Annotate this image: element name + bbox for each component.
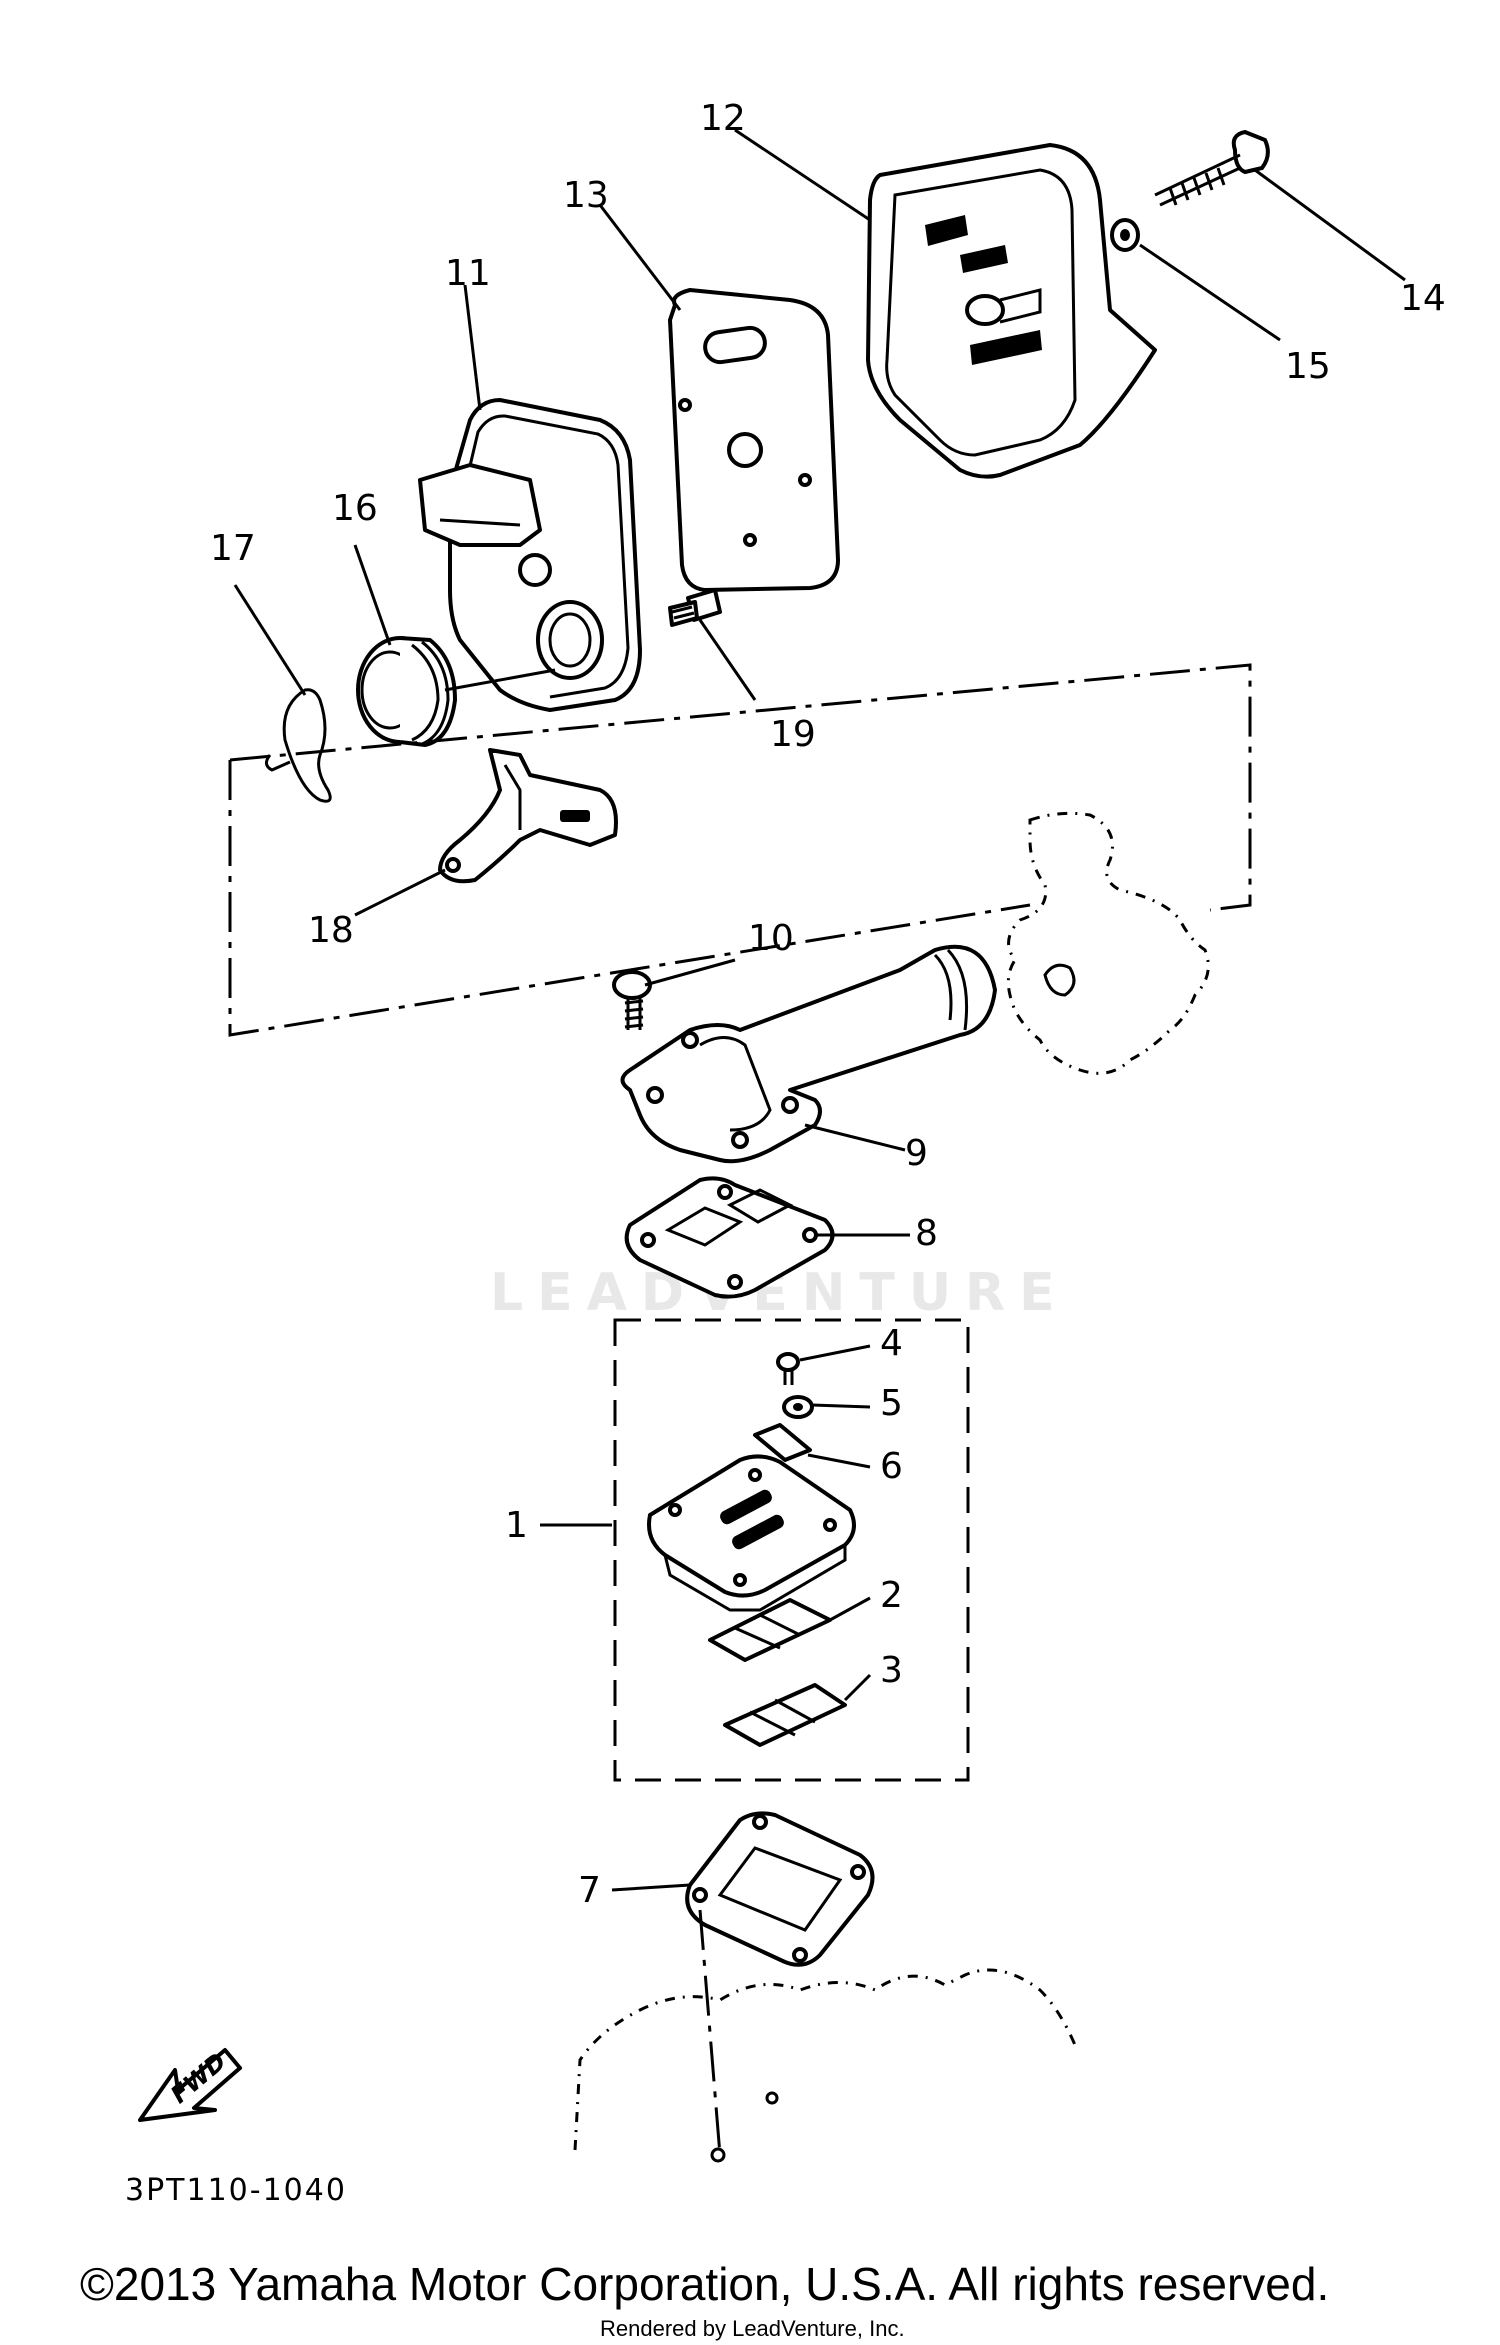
callout-18: 18	[308, 910, 354, 951]
callout-9: 9	[905, 1133, 928, 1174]
part-19-bolt	[668, 588, 722, 627]
callout-13: 13	[563, 175, 609, 216]
part-17-clip	[265, 688, 332, 803]
callout-3: 3	[880, 1650, 903, 1691]
callout-17: 17	[210, 528, 256, 569]
carburetor-port-outline	[1043, 963, 1076, 997]
crankcase-bolt-mark	[710, 2147, 726, 2163]
part-12-air-cleaner-case	[866, 143, 1157, 479]
crankcase-phantom-outline	[573, 1968, 1077, 2151]
part-8-gasket	[624, 1176, 835, 1299]
part-16-joint	[356, 636, 457, 747]
fwd-direction-arrow: FWD	[138, 2047, 242, 2122]
reed-valve-body	[647, 1454, 856, 1612]
part-13-element	[668, 288, 840, 592]
callout-10: 10	[748, 918, 794, 959]
part-7-gasket	[685, 1811, 875, 1967]
gasket-7-guide-line	[698, 1909, 722, 2156]
callout-19: 19	[770, 714, 816, 755]
reed-valve-assembly-box	[613, 1318, 970, 1782]
callout-15: 15	[1285, 346, 1331, 387]
callout-14: 14	[1400, 278, 1446, 319]
part-15-washer	[1110, 218, 1140, 252]
diagram-part-code: 3PT110-1040	[125, 2173, 347, 2208]
part-3-reed-stopper	[723, 1683, 847, 1747]
copyright-notice: ©2013 Yamaha Motor Corporation, U.S.A. A…	[80, 2258, 1329, 2310]
part-5-washer	[782, 1395, 814, 1419]
part-4-screw	[776, 1352, 800, 1385]
callout-labels: 12 13 11 14 15 16 17 19 18 10 9 8 4 5 6 …	[210, 98, 1446, 1911]
callout-12: 12	[700, 98, 746, 139]
part-14-bolt	[1154, 130, 1270, 207]
callout-5: 5	[880, 1383, 903, 1424]
part-10-screw	[612, 970, 652, 1030]
crankcase-port-mark	[765, 2091, 779, 2105]
callout-2: 2	[880, 1575, 903, 1616]
callout-7: 7	[578, 1870, 601, 1911]
callout-4: 4	[880, 1323, 903, 1364]
callout-8: 8	[915, 1213, 938, 1254]
callout-1: 1	[505, 1505, 528, 1546]
leader-lines	[233, 128, 1406, 1892]
rendered-by-credit: Rendered by LeadVenture, Inc.	[600, 2316, 905, 2341]
part-18-bracket	[438, 748, 618, 884]
carburetor-phantom-outline	[1006, 811, 1210, 1075]
part-6-stopper-plate	[753, 1423, 812, 1462]
callout-16: 16	[332, 488, 378, 529]
part-9-intake-manifold	[620, 944, 997, 1164]
part-11-air-cleaner-cover	[418, 398, 642, 712]
callout-11: 11	[445, 253, 491, 294]
assembly-boundary-line	[228, 663, 1252, 1037]
callout-6: 6	[880, 1446, 903, 1487]
